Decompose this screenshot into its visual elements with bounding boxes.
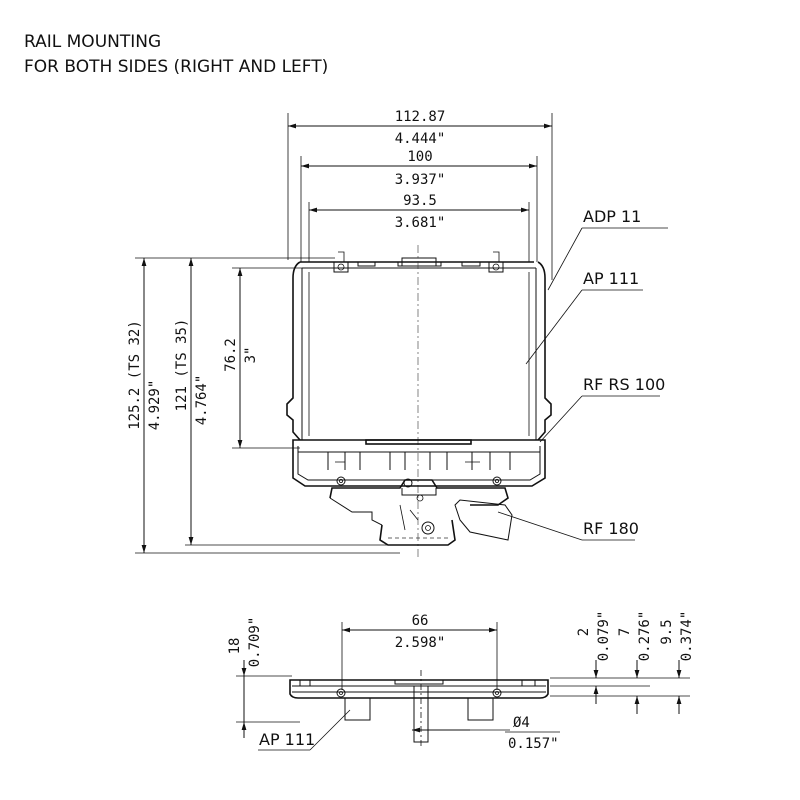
label-rf-180: RF 180 bbox=[497, 511, 639, 541]
bottom-width-in: 2.598" bbox=[395, 635, 446, 651]
dimension-right-stack: 2 0.079" 7 0.276" 9.5 0.374" bbox=[550, 611, 695, 714]
mid-width-in: 3.937" bbox=[395, 172, 446, 188]
label-rf-rs-100: RF RS 100 bbox=[539, 375, 665, 443]
hole-diameter-in: 0.157" bbox=[508, 736, 559, 752]
dimension-inner-width: 93.5 3.681" bbox=[308, 193, 530, 262]
dimension-bottom-height: 18 0.709" bbox=[227, 617, 300, 738]
label-bottom-ap-111: AP 111 bbox=[258, 709, 351, 751]
bottom-height-in: 0.709" bbox=[247, 617, 263, 668]
bottom-width-mm: 66 bbox=[412, 613, 429, 629]
hole-diameter-mm: Ø4 bbox=[513, 715, 530, 731]
dimension-height-ts32: 125.2 (TS 32) 4.929" bbox=[127, 257, 400, 554]
dim-7-in: 0.276" bbox=[637, 611, 653, 662]
height-ts35-mm: 121 (TS 35) bbox=[174, 319, 190, 412]
bottom-height-mm: 18 bbox=[227, 638, 243, 655]
label-adp-11: ADP 11 bbox=[547, 207, 668, 291]
label-ap-111: AP 111 bbox=[525, 269, 643, 365]
mid-width-mm: 100 bbox=[407, 149, 432, 165]
inner-width-mm: 93.5 bbox=[403, 193, 437, 209]
rail-base bbox=[292, 439, 546, 546]
dimension-mid-width: 100 3.937" bbox=[300, 149, 538, 262]
height-76-in: 3" bbox=[243, 347, 259, 364]
height-ts32-in: 4.929" bbox=[147, 380, 163, 431]
overall-width-mm: 112.87 bbox=[395, 109, 446, 125]
dimension-height-ts35: 121 (TS 35) 4.764" bbox=[174, 258, 400, 546]
svg-text:AP 111: AP 111 bbox=[583, 269, 639, 288]
dimension-hole: Ø4 0.157" bbox=[412, 715, 560, 752]
adapter-housing bbox=[286, 251, 552, 441]
dimension-overall-width: 112.87 4.444" bbox=[287, 109, 553, 280]
title-line-2: FOR BOTH SIDES (RIGHT AND LEFT) bbox=[24, 57, 328, 77]
dim-9-5-in: 0.374" bbox=[679, 611, 695, 662]
dim-7-mm: 7 bbox=[617, 628, 633, 636]
title-line-1: RAIL MOUNTING bbox=[24, 32, 161, 52]
height-76-mm: 76.2 bbox=[223, 338, 239, 372]
dim-9-5-mm: 9.5 bbox=[659, 619, 675, 644]
svg-text:AP 111: AP 111 bbox=[259, 730, 315, 749]
svg-text:RF RS 100: RF RS 100 bbox=[583, 375, 665, 394]
height-ts35-in: 4.764" bbox=[194, 375, 210, 426]
dimension-bottom-width: 66 2.598" bbox=[341, 613, 498, 690]
svg-text:ADP 11: ADP 11 bbox=[583, 207, 641, 226]
bottom-profile bbox=[289, 670, 549, 748]
height-ts32-mm: 125.2 (TS 32) bbox=[127, 320, 143, 430]
dimension-height-76: 76.2 3" bbox=[223, 267, 340, 449]
overall-width-in: 4.444" bbox=[395, 131, 446, 147]
dim-2-mm: 2 bbox=[576, 628, 592, 636]
inner-width-in: 3.681" bbox=[395, 215, 446, 231]
svg-text:RF 180: RF 180 bbox=[583, 519, 639, 538]
dim-2-in: 0.079" bbox=[596, 611, 612, 662]
